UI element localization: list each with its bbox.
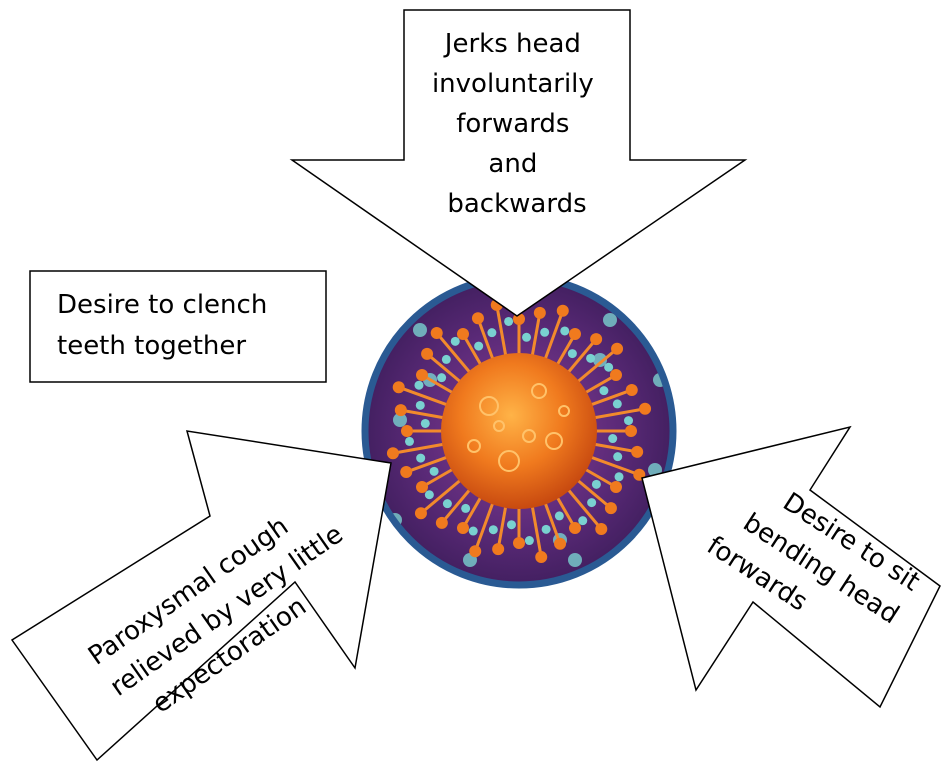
spike-tip <box>534 307 546 319</box>
spike-bead <box>578 516 587 525</box>
spike-tip <box>513 537 525 549</box>
spike-tip <box>610 481 622 493</box>
spike-bead <box>504 317 513 326</box>
spike-bead <box>414 381 423 390</box>
spike-bead <box>469 527 478 536</box>
spike-bead <box>613 452 622 461</box>
spike-tip <box>431 327 443 339</box>
spike-tip <box>626 384 638 396</box>
spike-bead <box>604 363 613 372</box>
spike-bead <box>507 520 516 529</box>
spike-tip <box>400 466 412 478</box>
particle <box>413 323 427 337</box>
spike-tip <box>557 305 569 317</box>
spike-bead <box>615 472 624 481</box>
left-box-shape <box>30 271 326 382</box>
spike-bead <box>405 437 414 446</box>
spike-tip <box>387 447 399 459</box>
spike-bead <box>525 536 534 545</box>
spike-bead <box>542 525 551 534</box>
spike-tip <box>492 543 504 555</box>
particle <box>603 313 617 327</box>
spike-tip <box>436 517 448 529</box>
spike-bead <box>613 399 622 408</box>
spike-bead <box>540 328 549 337</box>
spike-tip <box>416 369 428 381</box>
top-arrow-line: involuntarily <box>432 69 594 99</box>
spike-tip <box>595 523 607 535</box>
spike-bead <box>608 434 617 443</box>
spike-tip <box>569 328 581 340</box>
spike-bead <box>416 454 425 463</box>
spike-bead <box>568 349 577 358</box>
virus-illustration-icon <box>365 277 673 585</box>
spike-tip <box>535 551 547 563</box>
spike-tip <box>472 312 484 324</box>
left-box-line: Desire to clench <box>57 290 267 320</box>
top-arrow-line: Jerks head <box>443 29 581 59</box>
spike-bead <box>416 401 425 410</box>
spike-tip <box>625 425 637 437</box>
spike-tip <box>569 522 581 534</box>
spike-bead <box>586 354 595 363</box>
spike-tip <box>416 481 428 493</box>
spike-bead <box>461 504 470 513</box>
spike-tip <box>610 369 622 381</box>
spike-tip <box>611 343 623 355</box>
spike-bead <box>592 480 601 489</box>
spike-bead <box>587 498 596 507</box>
spike-bead <box>474 342 483 351</box>
spike-bead <box>555 511 564 520</box>
spike-tip <box>415 507 427 519</box>
spike-bead <box>430 467 439 476</box>
spike-tip <box>605 502 617 514</box>
top-arrow-line: backwards <box>447 189 586 219</box>
spike-tip <box>401 425 413 437</box>
spike-tip <box>393 381 405 393</box>
spike-bead <box>522 333 531 342</box>
left-box-line: teeth together <box>57 331 246 361</box>
spike-bead <box>442 355 451 364</box>
spike-bead <box>443 499 452 508</box>
spike-tip <box>590 333 602 345</box>
spike-bead <box>560 326 569 335</box>
virus-core <box>441 353 597 509</box>
spike-bead <box>425 490 434 499</box>
spike-bead <box>624 416 633 425</box>
spike-bead <box>451 337 460 346</box>
spike-tip <box>457 328 469 340</box>
spike-tip <box>457 522 469 534</box>
spike-tip <box>554 538 566 550</box>
spike-bead <box>437 373 446 382</box>
particle <box>568 553 582 567</box>
spike-bead <box>487 328 496 337</box>
top-arrow-text: Jerks head involuntarily forwards and ba… <box>432 29 602 219</box>
spike-tip <box>631 446 643 458</box>
spike-tip <box>395 404 407 416</box>
spike-bead <box>421 419 430 428</box>
spike-tip <box>469 545 481 557</box>
top-arrow-line: and <box>488 149 537 179</box>
spike-bead <box>599 386 608 395</box>
spike-tip <box>421 348 433 360</box>
top-arrow-line: forwards <box>456 109 569 139</box>
spike-tip <box>639 403 651 415</box>
spike-bead <box>489 525 498 534</box>
